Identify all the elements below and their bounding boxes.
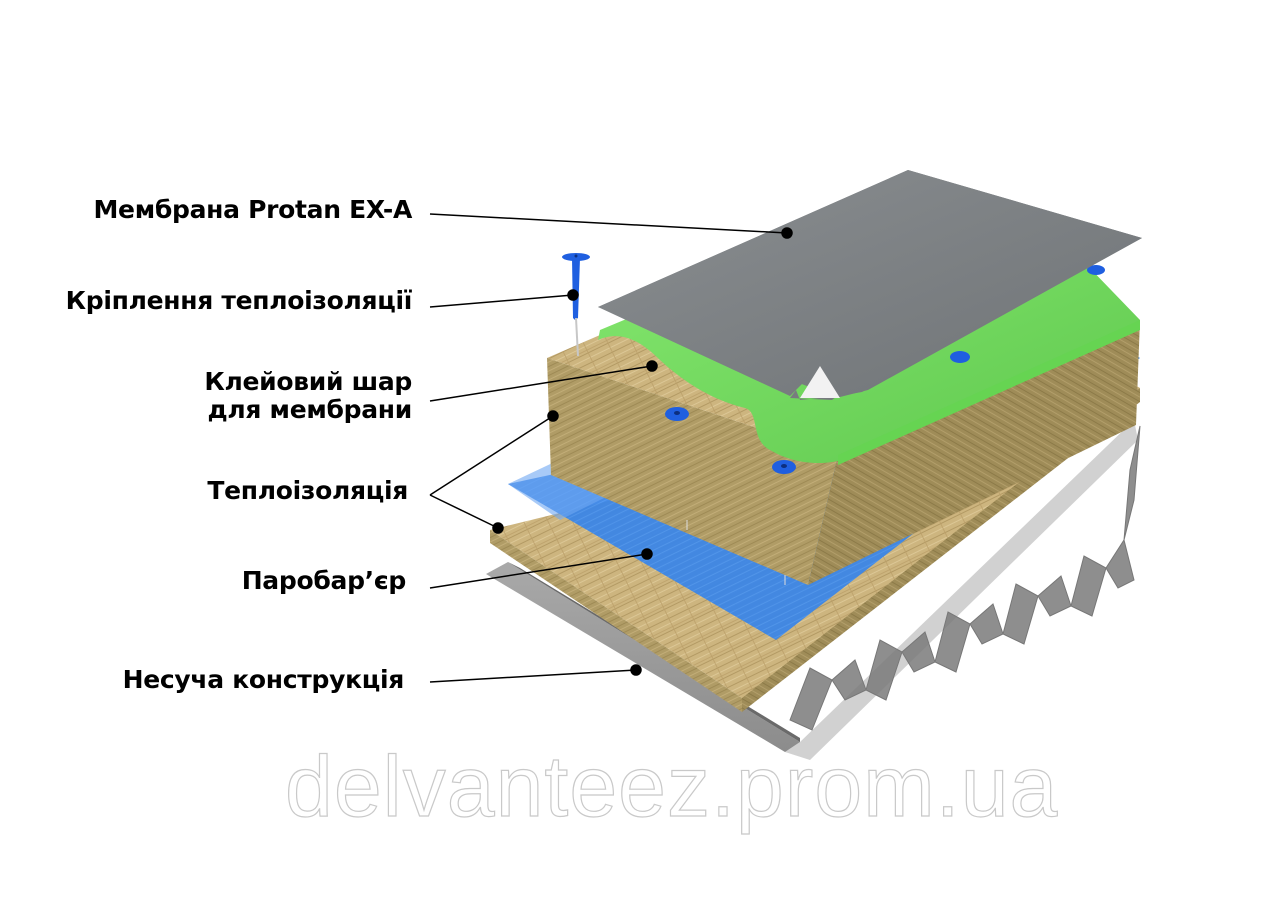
watermark: delvanteez.prom.ua: [284, 738, 1059, 835]
label-membrane-text: Мембрана Protan EX-A: [93, 195, 412, 224]
label-fastener-text: Кріплення теплоізоляції: [65, 286, 413, 315]
leader-fastener: [429, 289, 579, 308]
membrane-layer: [598, 170, 1142, 400]
leader-membrane: [429, 213, 793, 239]
label-vapor-barrier: Паробар’єр: [241, 566, 407, 595]
leader-insulation: [429, 410, 559, 534]
label-insulation-text: Теплоізоляція: [207, 476, 408, 505]
leader-load-bearing: [429, 664, 642, 683]
label-adhesive-line-1: Клейовий шар: [204, 367, 412, 396]
fastener-discs: [665, 265, 1105, 474]
label-membrane: Мембрана Protan EX-A: [93, 196, 412, 224]
leader-lines: [429, 213, 793, 683]
label-insulation: Теплоізоляція: [207, 477, 408, 505]
label-vapor-barrier-text: Паробар’єр: [241, 566, 407, 595]
label-fastener: Кріплення теплоізоляції: [65, 286, 413, 315]
label-adhesive-line-2: для мембрани: [207, 395, 413, 424]
label-adhesive: Клейовий шар для мембрани: [204, 368, 412, 424]
leader-adhesive: [429, 360, 658, 402]
leader-vapor-barrier: [429, 548, 653, 589]
label-load-bearing-text: Несуча конструкція: [122, 665, 405, 694]
label-load-bearing: Несуча конструкція: [122, 665, 405, 694]
insulation-fastener-pin: [562, 253, 590, 357]
